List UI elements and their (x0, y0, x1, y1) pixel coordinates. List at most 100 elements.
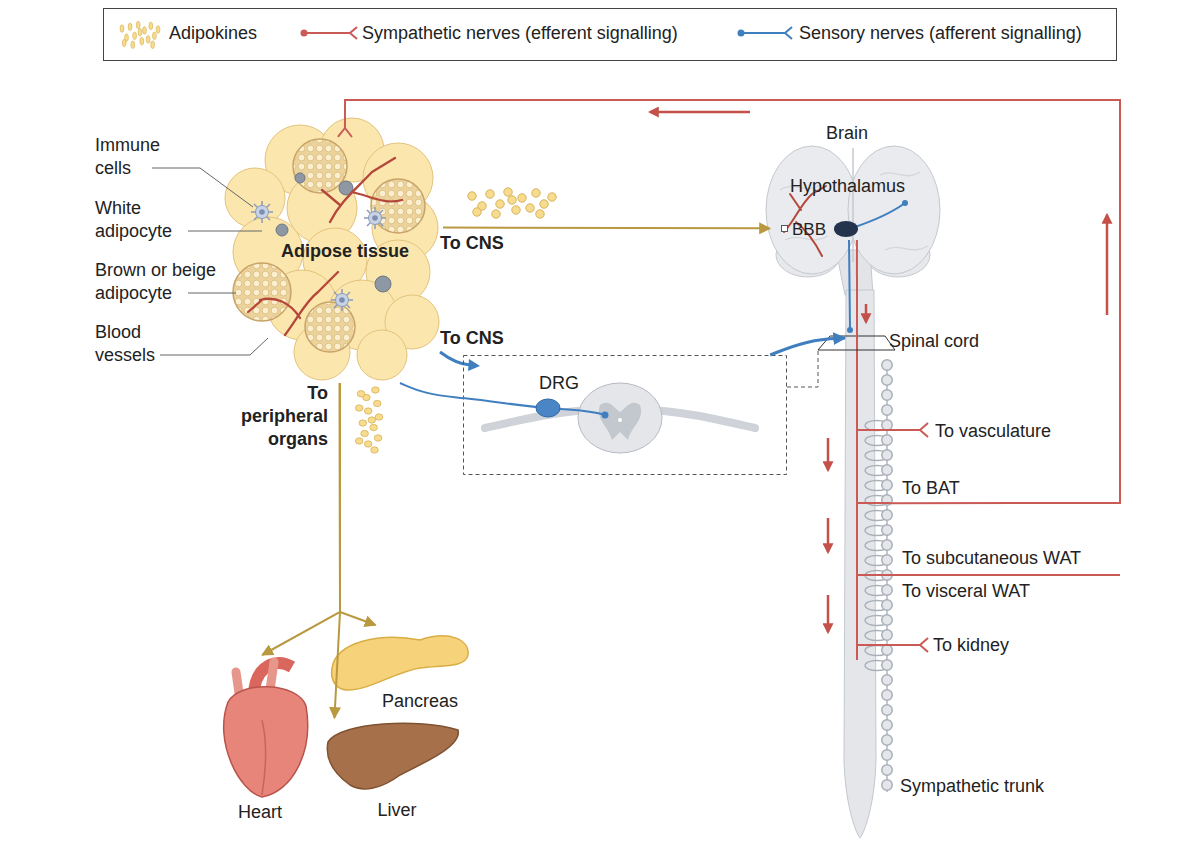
organ-illustration (332, 636, 469, 690)
legend-frame (304, 27, 357, 39)
brain-illustration (852, 148, 854, 262)
connector-label: To CNS (440, 327, 504, 350)
connector-layer (262, 100, 1120, 718)
sympathetic-arrow (865, 304, 868, 322)
signal-connector (334, 383, 340, 718)
leader-line (152, 168, 268, 355)
diagram-node: DRG (463, 355, 787, 475)
spinal-cord-illustration (890, 423, 1120, 652)
diagram-node: Hypothalamus (780, 174, 915, 240)
diagram-node: Heart (205, 655, 315, 825)
organ-illustration (327, 723, 458, 789)
adipose-illustration (233, 263, 291, 321)
brain-illustration (834, 221, 858, 237)
sympathetic-arrow (650, 111, 750, 114)
drg-inset (464, 356, 787, 475)
annotation-label: To subcutaneous WAT (902, 547, 1081, 570)
adipose-illustration (305, 302, 355, 352)
node-label: Hypothalamus (780, 175, 915, 198)
node-label: Brain (817, 122, 877, 145)
connector-label: To peripheral organs (228, 382, 328, 451)
node-label: Heart (205, 801, 315, 824)
adipose-illustration (371, 179, 425, 233)
node-label: Pancreas (370, 690, 470, 713)
adipose-illustration (364, 207, 386, 229)
brain-illustration (766, 146, 858, 274)
node-label: DRG (539, 372, 599, 395)
connector-label: To CNS (440, 232, 504, 255)
drg-inset (463, 350, 818, 475)
signal-connector (770, 338, 845, 355)
sympathetic-arrow (827, 595, 830, 632)
brain-illustration (766, 146, 940, 295)
drg-inset (602, 412, 609, 419)
brain-illustration (784, 186, 826, 256)
adipokine-cluster (468, 188, 556, 218)
legend-frame (741, 27, 792, 39)
signal-connector (262, 383, 340, 655)
spinal-cord-illustration (847, 327, 853, 333)
annotation-label: To BAT (902, 477, 960, 500)
adipose-illustration (295, 173, 305, 183)
drg-inset (536, 399, 560, 417)
adipokine-cluster (355, 387, 382, 453)
annotation-label: White adipocyte (95, 197, 195, 243)
diagram-node: Liver (325, 718, 460, 823)
brain-illustration (848, 146, 940, 274)
sympathetic-arrow (827, 518, 830, 552)
diagram-node: Pancreas (320, 625, 470, 713)
spinal-cord-illustration (818, 336, 895, 350)
organ-illustration (224, 636, 468, 797)
adipose-illustration (375, 276, 391, 292)
signal-connector (443, 226, 770, 229)
legend-frame (104, 9, 1117, 61)
spinal-cord-illustration (849, 240, 850, 330)
adipose-illustration (293, 139, 347, 193)
diagram-node: Adipose tissue (228, 128, 443, 383)
node-label: Spinal cord (889, 330, 1009, 353)
sympathetic-arrow (1106, 215, 1109, 315)
drg-inset (787, 350, 818, 387)
signal-connector (400, 383, 463, 398)
signal-connector (856, 240, 858, 338)
organ-illustration (262, 720, 266, 795)
brain-illustration (902, 200, 908, 206)
annotation-label: Brown or beige adipocyte (95, 259, 235, 305)
adipokine-cluster (355, 188, 556, 453)
annotation-label: To visceral WAT (902, 580, 1030, 603)
legend-frame (120, 21, 160, 48)
leader-line (152, 168, 268, 355)
node-label: Adipose tissue (270, 240, 420, 263)
brain-illustration (852, 203, 905, 228)
direction-arrow (440, 352, 480, 371)
adipose-illustration (225, 118, 439, 380)
organ-illustration (224, 687, 308, 797)
drg-inset (618, 418, 622, 422)
adipose-illustration (357, 330, 407, 380)
direction-arrow (440, 352, 470, 365)
brain-illustration (782, 226, 788, 232)
spinal-cord-illustration (818, 240, 1120, 838)
direction-arrow (468, 359, 480, 371)
annotation-label: To kidney (933, 634, 1009, 657)
adipose-illustration (251, 201, 273, 223)
signal-connector (345, 100, 1120, 503)
adipose-illustration (276, 224, 288, 236)
drg-inset (463, 398, 605, 415)
sympathetic-arrow (650, 112, 1107, 632)
drg-inset (578, 383, 662, 453)
annotation-label: Sympathetic trunk (900, 775, 1044, 798)
annotation-label: Blood vessels (95, 321, 170, 367)
legend-frame (104, 9, 1117, 61)
spinal-cord-illustration (857, 338, 890, 660)
sympathetic-arrow (827, 438, 830, 470)
node-label: Liver (347, 799, 447, 822)
brain-illustration (780, 172, 928, 250)
signal-connector (340, 383, 376, 625)
adipose-illustration (331, 289, 353, 311)
diagram-node: Spinal cord (845, 338, 890, 828)
drg-inset (599, 403, 641, 440)
